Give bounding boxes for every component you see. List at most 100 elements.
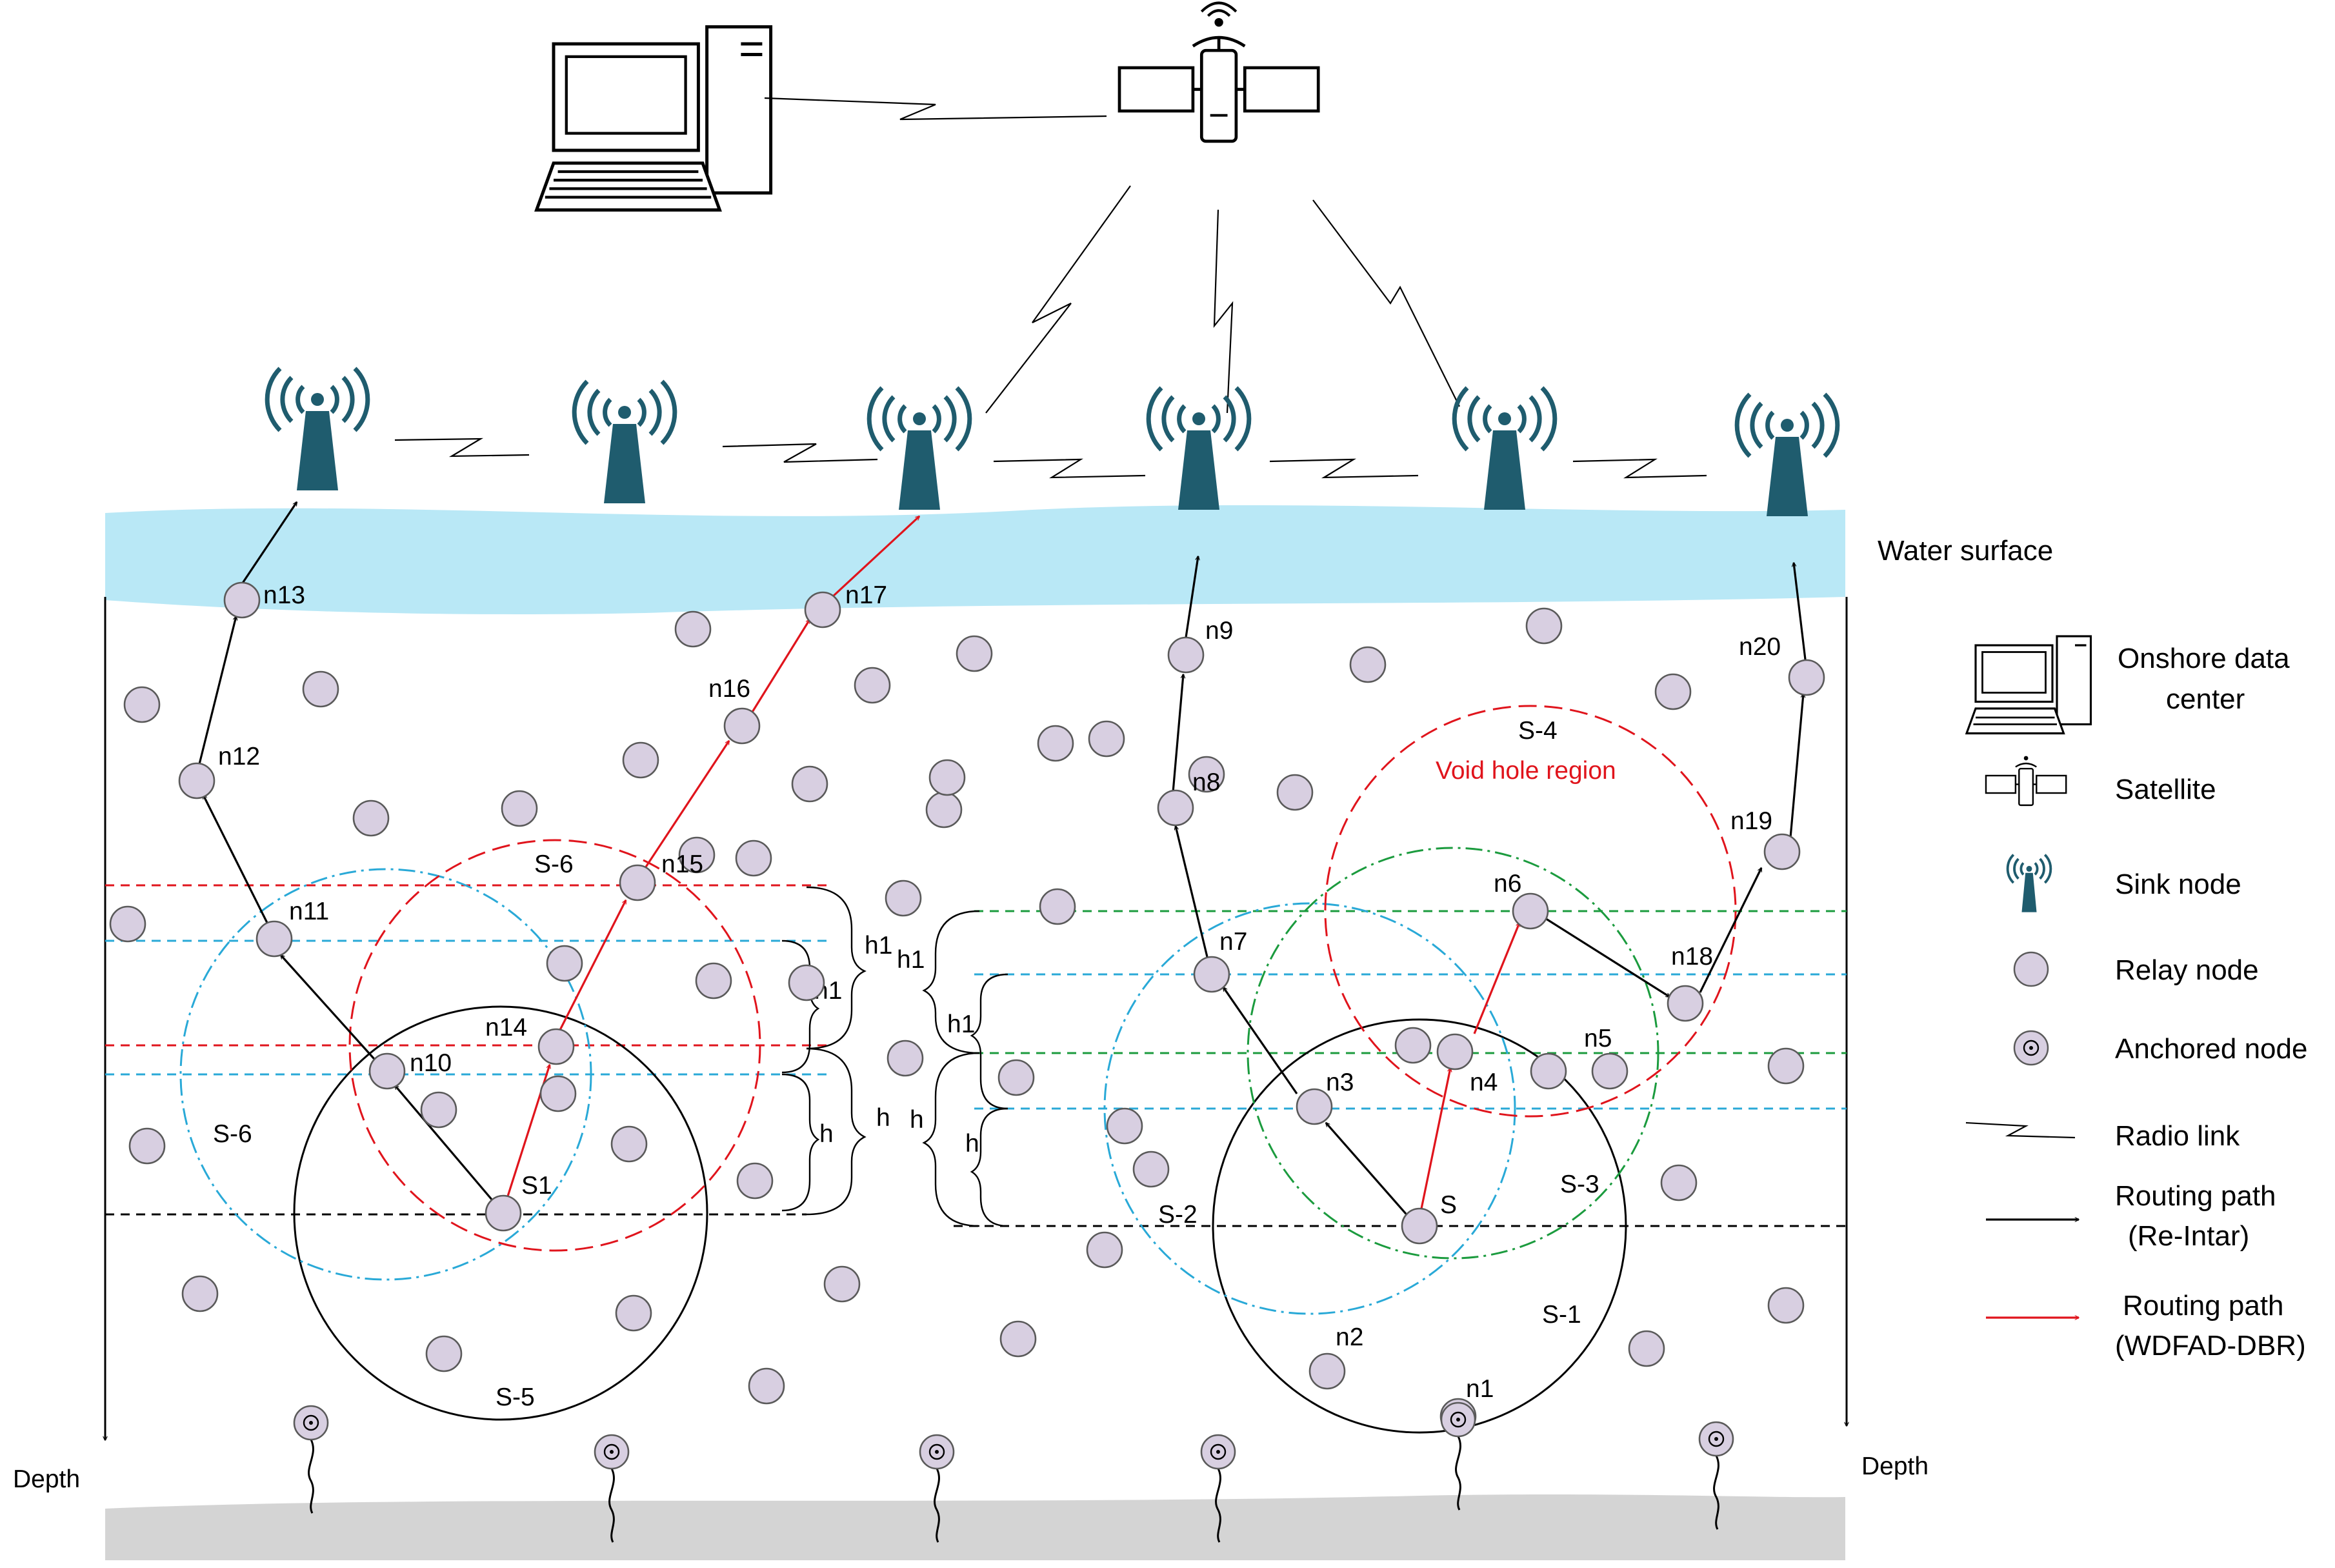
tower-tip [913, 412, 926, 425]
anchored-node-dot [1714, 1437, 1718, 1441]
tower-body [899, 430, 940, 510]
relay-node [1591, 1052, 1628, 1090]
tower-waves [867, 386, 972, 452]
legend-label-satellite: Satellite [2115, 774, 2216, 805]
node-label-n7: n7 [1219, 928, 1247, 956]
anchored-node-dot [309, 1421, 313, 1425]
radio-links [394, 97, 1707, 479]
relay-node [1106, 1107, 1143, 1145]
anchored-node-inner [1708, 1431, 1725, 1447]
anchor-tether [934, 1468, 940, 1543]
tower-waves [1452, 386, 1558, 452]
relay-node [1788, 659, 1825, 696]
relay-node [368, 1052, 406, 1090]
legend-label-anchored: Anchored node [2115, 1033, 2307, 1065]
node-labels: n1 n2 n3 n4 n5 n6 n7 n8 n9 n10 n11 n12 n… [218, 581, 1781, 1403]
relay-node [1088, 720, 1125, 758]
range-circle-s6-red [348, 839, 761, 1252]
height-label: h [876, 1104, 890, 1132]
anchored-node-dot [935, 1450, 939, 1454]
region-label-s5: S-5 [496, 1383, 535, 1411]
height-label: h1 [897, 946, 925, 974]
anchor-tether [608, 1468, 615, 1543]
anchored-node-inner [1450, 1411, 1467, 1428]
onshore-data-center-icon [534, 25, 773, 212]
relay-node [1167, 636, 1205, 674]
node-label-n6: n6 [1494, 870, 1521, 898]
relay-node [501, 790, 538, 827]
water-band [105, 505, 1845, 614]
node-label-n19: n19 [1730, 807, 1772, 835]
relay-node [256, 920, 293, 958]
anchored-node-dot [610, 1450, 614, 1454]
relay-node [425, 1335, 463, 1372]
relay-node [1086, 1231, 1123, 1269]
relay-node [999, 1320, 1037, 1358]
relay-node [181, 1275, 219, 1312]
range-circle-s2 [1103, 902, 1516, 1315]
relay-node [997, 1059, 1035, 1096]
relay-node [674, 610, 712, 648]
relay-node [1525, 607, 1563, 645]
relay-node [352, 799, 390, 837]
node-label-n16: n16 [708, 675, 750, 703]
void-hole-label: Void hole region [1436, 757, 1616, 785]
relay-node [539, 1075, 577, 1112]
relay-node [123, 686, 161, 723]
legend-label-relay: Relay node [2115, 954, 2259, 986]
height-label: h1 [947, 1010, 975, 1038]
source-node-s1 [485, 1194, 522, 1232]
relay-node [1660, 1164, 1698, 1201]
anchor-tether [1713, 1455, 1719, 1530]
tower-body [604, 424, 645, 503]
sink-node-icon [265, 367, 370, 490]
node-label-n8: n8 [1192, 769, 1220, 796]
height-label: h [910, 1106, 924, 1134]
relay-node [788, 964, 825, 1001]
height-label: h1 [865, 932, 892, 960]
tower-waves [1734, 392, 1840, 458]
relay-node [1767, 1287, 1805, 1324]
relay-node [1512, 892, 1549, 930]
range-circle-s4 [1324, 705, 1737, 1118]
node-label-n11: n11 [289, 898, 329, 925]
region-label-s3: S-3 [1560, 1171, 1599, 1198]
relay-node [1394, 1027, 1432, 1064]
relay-node [615, 1294, 652, 1332]
node-label-n2: n2 [1336, 1323, 1363, 1351]
relay-node [885, 879, 922, 917]
relay-node [723, 707, 761, 745]
anchored-node-inner [303, 1414, 319, 1431]
tower-body [1484, 430, 1525, 510]
relay-node [1157, 789, 1194, 827]
tower-waves [1146, 386, 1252, 452]
anchored-nodes [293, 1402, 1734, 1543]
node-label-n3: n3 [1326, 1069, 1354, 1096]
region-label-s2: S-2 [1158, 1201, 1198, 1229]
relay-node [925, 791, 963, 829]
anchored-node-dot [1216, 1450, 1220, 1454]
node-label-n14: n14 [485, 1014, 527, 1041]
routing-paths-black [197, 502, 1807, 1225]
legend-label-data-center-line2: center [2166, 683, 2245, 715]
relay-node [537, 1028, 575, 1065]
relay-nodes [109, 581, 1825, 1435]
relay-node [420, 1091, 457, 1129]
tower-tip [1192, 412, 1205, 425]
seabed [105, 1494, 1845, 1560]
node-label-n20: n20 [1739, 633, 1781, 661]
relay-node [178, 762, 215, 799]
relay-node [678, 836, 716, 874]
node-label-n15: n15 [661, 850, 703, 878]
sink-node-icon [1452, 386, 1558, 510]
relay-node [1296, 1088, 1333, 1125]
relay-node [1436, 1033, 1474, 1070]
range-circles [179, 705, 1737, 1434]
sink-node-icon [1146, 386, 1252, 510]
range-circle-s6-blue [179, 868, 592, 1281]
legend-label-radio: Radio link [2115, 1120, 2240, 1152]
anchored-node-inner [603, 1443, 620, 1460]
legend-satellite-icon [1985, 756, 2067, 807]
node-label-n17: n17 [845, 581, 887, 609]
relay-node [1037, 725, 1074, 762]
